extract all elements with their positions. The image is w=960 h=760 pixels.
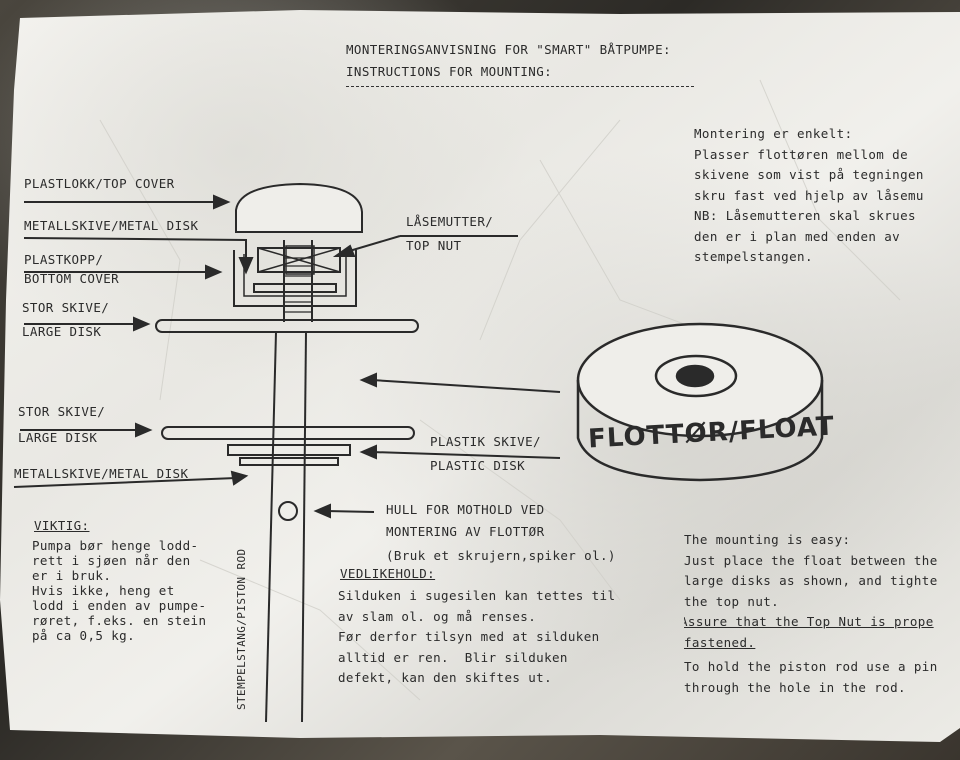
viktig-line: Pumpa bør henge lodd- <box>32 538 199 553</box>
no-instr-line: stempelstangen. <box>694 249 813 264</box>
large-disk-top-shape <box>155 319 419 333</box>
en-instr-line: To hold the piston rod use a pin <box>684 659 938 674</box>
no-instr-line: Plasser flottøren mellom de <box>694 146 908 162</box>
maintenance-line: Silduken i sugesilen kan tettes til <box>338 588 616 603</box>
label-top-nut-2: TOP NUT <box>406 238 462 253</box>
maintenance-line: alltid er ren. Blir silduken <box>338 649 568 665</box>
maintenance-body: Silduken i sugesilen kan tettes til av s… <box>338 588 616 693</box>
viktig-heading: VIKTIG: <box>34 518 90 533</box>
label-plastic-disk-2: PLASTIC DISK <box>430 458 526 473</box>
label-metal-disk-bottom: METALLSKIVE/METAL DISK <box>14 466 189 481</box>
en-assure-line-2: fastened. <box>684 634 756 650</box>
metal-disk-top-shape <box>253 283 337 293</box>
viktig-line: røret, f.eks. en stein <box>32 613 207 628</box>
float-shape <box>576 322 824 482</box>
maintenance-line: Før derfor tilsyn med at silduken <box>338 629 600 644</box>
title-line-2: INSTRUCTIONS FOR MOUNTING: <box>346 64 553 79</box>
top-cover-shape <box>235 182 363 233</box>
plastic-disk-shape <box>227 444 351 456</box>
no-instr-line: skivene som vist på tegningen <box>694 167 924 182</box>
maintenance-line: av slam ol. og må renses. <box>338 608 537 624</box>
maintenance-heading: VEDLIKEHOLD: <box>340 566 436 581</box>
no-instr-line: Montering er enkelt: <box>694 128 853 141</box>
metal-disk-bottom-shape <box>239 457 339 466</box>
label-piston-rod: STEMPELSTANG/PISTON ROD <box>235 548 248 710</box>
float-center-hole <box>675 364 715 388</box>
label-bottom-cover-2: BOTTOM COVER <box>24 271 120 286</box>
label-large-disk-2b: LARGE DISK <box>18 430 98 445</box>
viktig-line: er i bruk. <box>32 568 112 583</box>
bottom-cover-shape <box>233 250 357 307</box>
label-metal-disk-top: METALLSKIVE/METAL DISK <box>24 218 199 233</box>
en-instr-line: The mounting is easy: <box>684 534 851 547</box>
label-plastic-disk-1: PLASTIK SKIVE/ <box>430 434 541 449</box>
en-assure-line-1: Assure that the Top Nut is prope <box>684 614 934 629</box>
viktig-line: på ca 0,5 kg. <box>32 628 136 643</box>
label-large-disk-1a: STOR SKIVE/ <box>22 300 110 315</box>
label-hole-2: MONTERING AV FLOTTØR <box>386 524 545 539</box>
en-instr-line: the top nut. <box>684 593 780 609</box>
top-nut-shape <box>257 247 341 273</box>
title-rule <box>346 86 694 87</box>
english-instructions: The mounting is easy: Just place the flo… <box>684 534 960 710</box>
en-instr-line: Just place the float between the <box>684 552 938 568</box>
title-line-1: MONTERINGSANVISNING FOR "SMART" BÅTPUMPE… <box>346 42 671 57</box>
large-disk-bottom-shape <box>161 426 415 440</box>
en-instr-line: through the hole in the rod. <box>684 679 906 695</box>
no-instr-line: den er i plan med enden av <box>694 228 901 244</box>
viktig-line: lodd i enden av pumpe- <box>32 598 207 613</box>
viktig-line: Hvis ikke, heng et <box>32 583 175 598</box>
no-instr-line: NB: Låsemutteren skal skrues <box>694 208 916 223</box>
label-bottom-cover-1: PLASTKOPP/ <box>24 252 104 267</box>
en-instr-line: large disks as shown, and tighte <box>684 573 938 588</box>
label-large-disk-2a: STOR SKIVE/ <box>18 404 106 419</box>
viktig-line: rett i sjøen når den <box>32 553 191 568</box>
label-top-cover: PLASTLOKK/TOP COVER <box>24 176 175 191</box>
label-large-disk-1b: LARGE DISK <box>22 324 102 339</box>
norwegian-instructions: Montering er enkelt: Plasser flottøren m… <box>694 128 960 272</box>
label-hole-3: (Bruk et skrujern,spiker ol.) <box>386 548 616 563</box>
viktig-body: Pumpa bør henge lodd- rett i sjøen når d… <box>32 538 207 645</box>
no-instr-line: skru fast ved hjelp av låsemu <box>694 187 924 203</box>
label-top-nut-1: LÅSEMUTTER/ <box>406 214 494 229</box>
label-hole-1: HULL FOR MOTHOLD VED <box>386 502 545 517</box>
maintenance-line: defekt, kan den skiftes ut. <box>338 670 552 685</box>
rod-hole-shape <box>278 501 298 521</box>
